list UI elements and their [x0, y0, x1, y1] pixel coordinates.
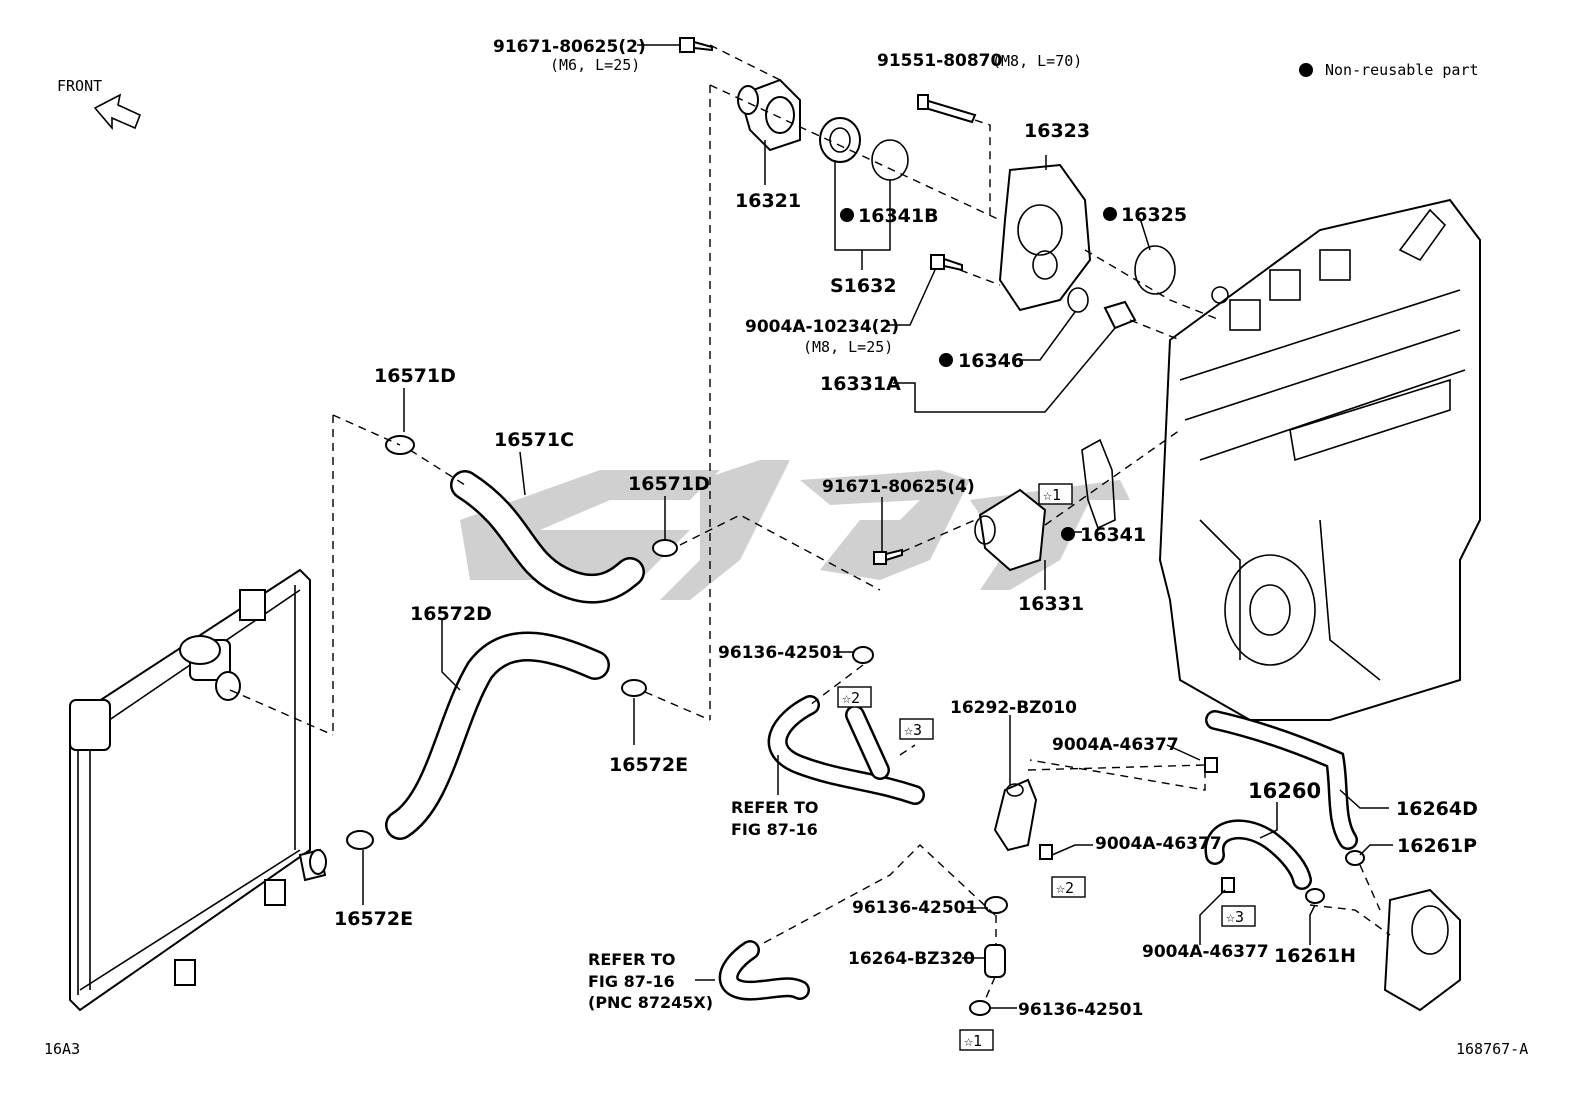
clamp-16572E-lower: [346, 830, 374, 850]
callout-16341: 16341: [1080, 524, 1146, 546]
non-reusable-dot-icon: [1103, 207, 1117, 221]
callout-16572D: 16572D: [410, 603, 492, 625]
water-inlet-16321: [737, 78, 801, 152]
hose-16571C: [450, 470, 645, 604]
bypass-fitting-16292-BZ010: [993, 778, 1038, 852]
gasket-16341: [1081, 438, 1116, 530]
clamp-96136-middle: [984, 896, 1008, 914]
star-markers: ☆1 ☆2 ☆3 ☆2 ☆3 ☆1: [837, 483, 1256, 1051]
reference-lines: [229, 44, 1391, 1001]
clamp-16261P: [1345, 850, 1365, 866]
clamp-16261H: [1305, 888, 1325, 904]
refer-text-1-line1: REFER TO: [731, 798, 819, 817]
callout-9004A-46377-a: 9004A-46377: [1052, 735, 1179, 755]
callout-91671-80625-top: 91671-80625(2): [493, 37, 646, 57]
oring-16346: [1067, 287, 1089, 313]
front-direction-indicator: FRONT: [57, 77, 142, 131]
non-reusable-dot-icon: [1299, 63, 1313, 77]
non-reusable-dot-icon: [1061, 527, 1075, 541]
callout-16261H: 16261H: [1274, 945, 1356, 967]
footer: 16A3 168767-A: [44, 1040, 1528, 1058]
callout-96136-42501-lower: 96136-42501: [1018, 1000, 1143, 1020]
pipe-16264-BZ320: [984, 944, 1006, 978]
callout-9004A-10234: 9004A-10234(2): [745, 317, 899, 337]
refer-text-2-line1: REFER TO: [588, 950, 676, 969]
non-reusable-dot-icon: [840, 208, 854, 222]
clamp-96136-lower: [969, 1000, 991, 1016]
front-arrow-icon: [93, 93, 142, 131]
refer-text-1-line2: FIG 87-16: [731, 820, 818, 839]
figure-id: 168767-A: [1456, 1040, 1528, 1058]
star-marker-1: ☆1: [1043, 486, 1061, 504]
throttle-body: [1383, 888, 1461, 1012]
callout-96136-42501-upper: 96136-42501: [718, 643, 843, 663]
callout-91671-80625-lower: 91671-80625(4): [822, 477, 975, 497]
callout-96136-42501-middle: 96136-42501: [852, 898, 977, 918]
callout-16325: 16325: [1121, 204, 1187, 226]
callout-16331: 16331: [1018, 593, 1084, 615]
callout-91551-80870: 91551-80870: [877, 51, 1003, 71]
callout-16264D: 16264D: [1396, 798, 1478, 820]
clamp-16572E-upper: [621, 679, 647, 697]
bolt-91671-80625-lower: [873, 548, 903, 565]
star-marker-3b: ☆3: [1226, 908, 1244, 926]
star-marker-2b: ☆2: [1056, 879, 1074, 897]
refer-text-2-line3: (PNC 87245X): [588, 993, 713, 1012]
non-reusable-dot-icon: [939, 353, 953, 367]
fitting-16331A: [1103, 300, 1137, 330]
hose-16572D: [385, 631, 610, 840]
hose-16260: [1204, 819, 1312, 890]
section-code: 16A3: [44, 1040, 80, 1058]
callout-9004A-46377-c: 9004A-46377: [1142, 942, 1269, 962]
hose-16264D: [1205, 710, 1358, 850]
callout-16292-BZ010: 16292-BZ010: [950, 698, 1077, 718]
thermostat-S1632: [819, 117, 861, 163]
star-marker-2: ☆2: [842, 689, 860, 707]
front-label: FRONT: [57, 77, 102, 95]
refer-text-2-line2: FIG 87-16: [588, 972, 675, 991]
water-outlet-16323: [998, 163, 1092, 312]
callout-16260: 16260: [1248, 779, 1321, 803]
star-marker-3: ☆3: [904, 721, 922, 739]
callout-16341B: 16341B: [858, 205, 939, 227]
callout-16321: 16321: [735, 190, 801, 212]
clamp-16571D-lower: [652, 539, 678, 557]
callout-16264-BZ320: 16264-BZ320: [848, 949, 975, 969]
callout-16331A: 16331A: [820, 373, 901, 395]
water-outlet-16331: [974, 488, 1047, 572]
radiator-cap-icon: [179, 635, 221, 665]
callout-16572E-right: 16572E: [609, 754, 688, 776]
hose-refer-87-16: [767, 695, 925, 805]
callout-labels: 91671-80625(2) (M6, L=25) 91551-80870 (M…: [334, 37, 1478, 1020]
callout-16571C: 16571C: [494, 429, 574, 451]
callout-16571D-lower: 16571D: [628, 473, 710, 495]
callout-16346: 16346: [958, 350, 1024, 372]
clamps-9004A: [1039, 757, 1235, 893]
bolt-91551-80870: [917, 94, 977, 124]
star-marker-1b: ☆1: [964, 1032, 982, 1050]
callout-16323: 16323: [1024, 120, 1090, 142]
clamp-96136-upper: [852, 646, 874, 664]
engine-block: [1158, 198, 1481, 721]
legend-text: Non-reusable part: [1325, 61, 1479, 79]
bolt-9004A-10234: [930, 254, 963, 272]
callout-16571D-upper: 16571D: [374, 365, 456, 387]
callout-16261P: 16261P: [1397, 835, 1477, 857]
bolt-91671-80625-top: [679, 37, 713, 53]
callout-9004A-46377-b: 9004A-46377: [1095, 834, 1222, 854]
legend: Non-reusable part: [1299, 61, 1479, 79]
radiator: [69, 568, 327, 1012]
callout-note-m8-70: (M8, L=70): [992, 52, 1082, 70]
callout-note-m8-25: (M8, L=25): [803, 338, 893, 356]
callout-note-m6: (M6, L=25): [550, 56, 640, 74]
gasket-16325: [1134, 245, 1176, 295]
callout-S1632: S1632: [830, 275, 897, 297]
callout-16572E-left: 16572E: [334, 908, 413, 930]
leader-lines: [362, 44, 1393, 1009]
hose-refer-87245X: [718, 940, 810, 1001]
